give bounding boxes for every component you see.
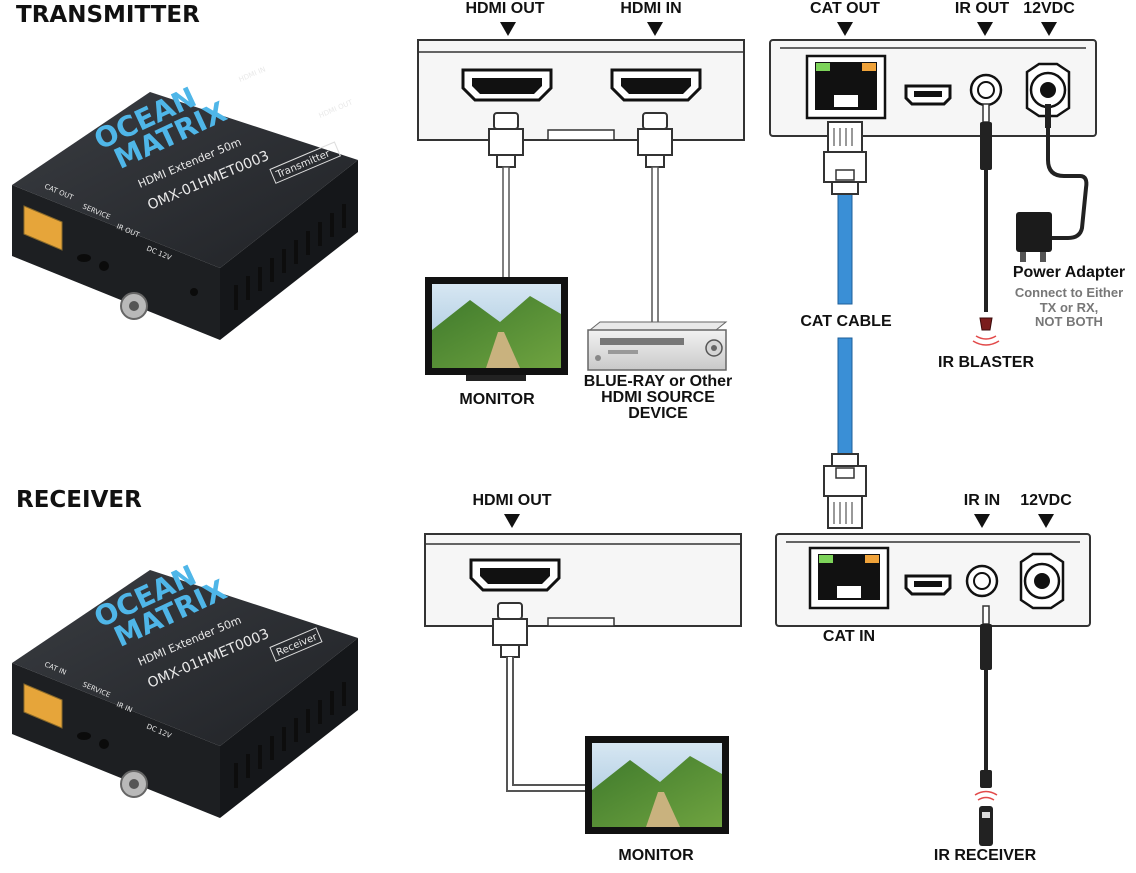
label-power-note-line2: TX or RX,	[1040, 300, 1099, 315]
device-service-port	[77, 254, 91, 262]
rx-labels: HDMI OUT IR IN 12VDC CAT IN MONITOR IR R…	[472, 492, 1072, 864]
label-12vdc: 12VDC	[1020, 492, 1072, 509]
device-top-face	[12, 92, 358, 268]
ir-in-jack	[965, 564, 999, 598]
rj45-plug-bottom	[823, 453, 867, 529]
tx-hdmi-out-cable	[488, 112, 524, 280]
device-rj45-port	[23, 683, 63, 729]
micro-usb-service-port	[904, 84, 952, 106]
power-adapter-brick	[1016, 212, 1052, 252]
arrow-down-icon	[1041, 22, 1057, 36]
label-cat-out: CAT OUT	[810, 0, 880, 17]
tx-hdmi-panel	[417, 39, 745, 141]
receiver-title: RECEIVER	[16, 487, 142, 513]
cat-cable	[823, 121, 867, 529]
hdmi-in-port	[610, 68, 702, 102]
device-ir-jack	[99, 739, 109, 749]
ir-blaster-emitter	[979, 317, 993, 331]
label-cat-cable: CAT CABLE	[800, 313, 892, 330]
label-monitor: MONITOR	[459, 391, 535, 408]
arrow-down-icon	[504, 514, 520, 528]
label-hdmi-out: HDMI OUT	[472, 492, 551, 509]
tx-monitor	[425, 277, 568, 381]
label-hdmi-out: HDMI OUT	[465, 0, 544, 17]
cat-out-rj45-port	[805, 54, 887, 120]
hdmi-out-port	[461, 68, 553, 102]
receiver-device-photo: OCEAN MATRIX HDMI Extender 50m OMX-01HME…	[12, 559, 358, 818]
device-side-face	[220, 160, 358, 340]
rx-hdmi-out-cable	[492, 602, 586, 792]
transmitter-device-photo: OCEAN MATRIX HDMI Extender 50m OMX-01HME…	[12, 65, 358, 340]
device-side-hdmi-out: HDMI OUT	[318, 98, 355, 120]
tx-labels: HDMI OUT HDMI IN CAT OUT IR OUT 12VDC MO…	[459, 0, 1125, 422]
dc-12v-jack	[1025, 62, 1071, 118]
label-source-line3: DEVICE	[628, 405, 688, 422]
cat-cable-lower	[837, 337, 853, 463]
bluray-player	[587, 321, 728, 371]
device-badge-frame	[269, 627, 323, 662]
ir-blaster-cable	[972, 103, 1000, 346]
device-front-face	[12, 663, 220, 818]
disc-tray	[600, 338, 684, 345]
label-cat-in: CAT IN	[823, 628, 875, 645]
device-side-face	[220, 638, 358, 818]
rj45-plug-top	[823, 121, 867, 195]
device-vent-slots	[234, 682, 346, 788]
device-front-face	[12, 185, 220, 340]
cat-in-rj45-port	[808, 546, 890, 610]
label-ir-blaster: IR BLASTER	[938, 354, 1034, 371]
power-adapter	[1016, 104, 1089, 262]
label-ir-in: IR IN	[964, 492, 1000, 509]
label-monitor: MONITOR	[618, 847, 694, 864]
tx-hdmi-in-cable	[637, 112, 673, 328]
device-top-face	[12, 570, 358, 746]
label-ir-receiver: IR RECEIVER	[934, 847, 1037, 864]
arrow-down-icon	[974, 514, 990, 528]
device-ir-jack	[99, 261, 109, 271]
rx-hdmi-panel	[424, 533, 742, 627]
label-power-adapter: Power Adapter	[1013, 264, 1125, 281]
label-12vdc: 12VDC	[1023, 0, 1075, 17]
label-source-line2: HDMI SOURCE	[601, 389, 715, 406]
rx-cat-panel	[775, 533, 1091, 627]
device-side-hdmi-in: HDMI IN	[238, 65, 267, 83]
hdmi-out-port	[469, 558, 561, 592]
ir-out-jack	[969, 73, 1003, 107]
device-service-port	[77, 732, 91, 740]
dc-12v-jack	[1019, 552, 1065, 610]
arrow-down-icon	[837, 22, 853, 36]
device-badge-frame	[269, 141, 341, 184]
ir-receiver-cable	[974, 605, 998, 846]
tx-cat-panel	[769, 39, 1097, 137]
label-source-line1: BLUE-RAY or Other	[584, 373, 732, 390]
rx-monitor	[585, 736, 729, 834]
arrow-down-icon	[647, 22, 663, 36]
label-ir-out: IR OUT	[955, 0, 1009, 17]
transmitter-title: TRANSMITTER	[16, 2, 200, 28]
label-power-note-line3: NOT BOTH	[1035, 314, 1103, 329]
label-hdmi-in: HDMI IN	[620, 0, 681, 17]
label-power-note-line1: Connect to Either	[1015, 285, 1123, 300]
micro-usb-service-port	[904, 574, 952, 596]
arrow-down-icon	[500, 22, 516, 36]
arrow-down-icon	[977, 22, 993, 36]
arrow-down-icon	[1038, 514, 1054, 528]
cat-cable-upper	[837, 191, 853, 305]
device-rj45-port	[23, 205, 63, 251]
device-vent-slots	[234, 204, 346, 310]
